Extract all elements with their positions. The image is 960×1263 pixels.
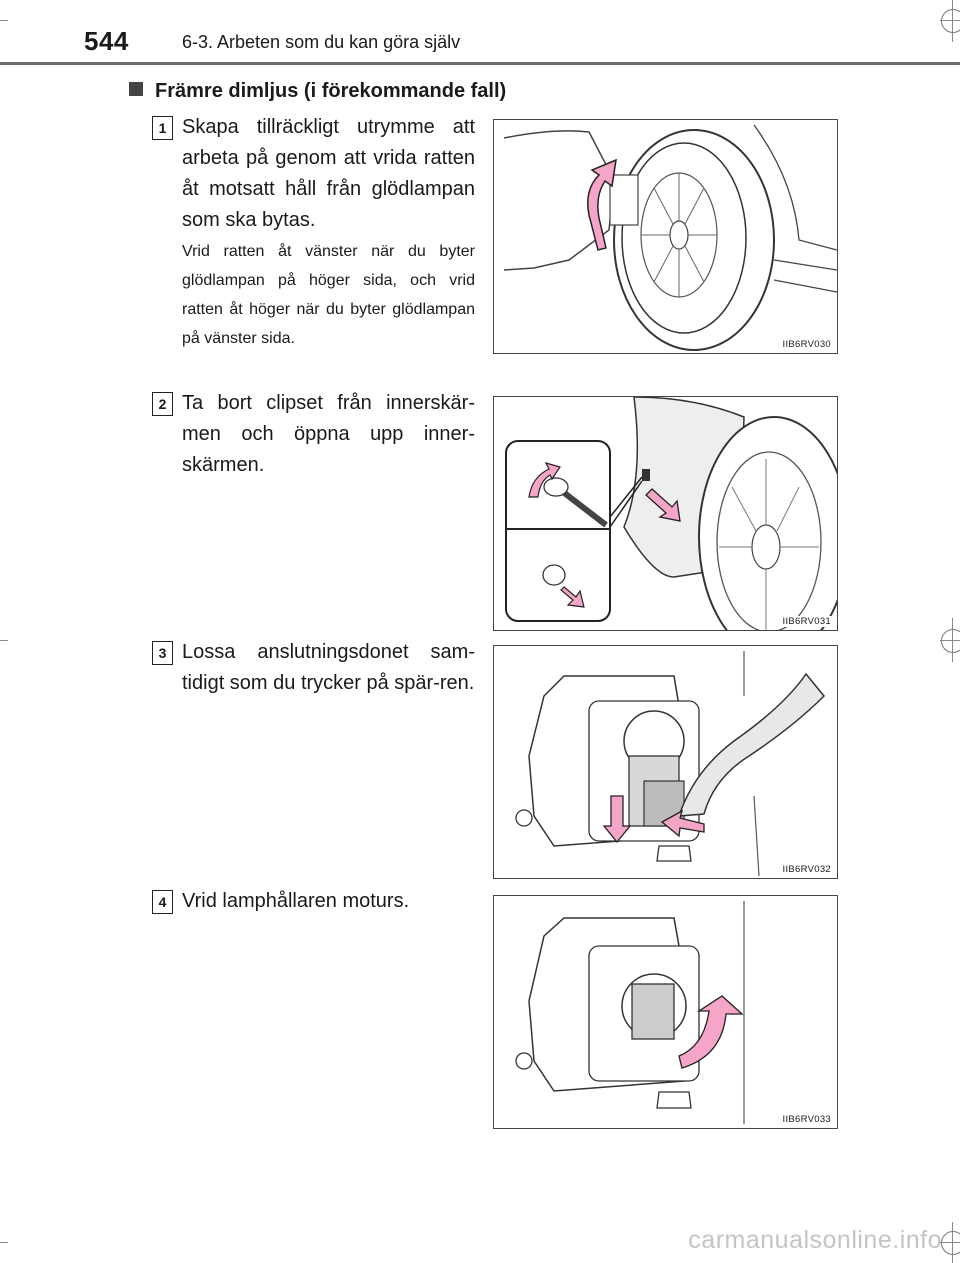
bulb-holder-illustration: [515, 901, 745, 1124]
figure-code: IIB6RV033: [780, 1114, 833, 1125]
header-rule: [0, 62, 960, 65]
step-1-note: Vrid ratten åt vänster när du byter glöd…: [182, 243, 475, 347]
page-header: 544 6-3. Arbeten som du kan göra själv: [0, 0, 960, 66]
step-4-text: Vrid lamphållaren moturs.: [182, 890, 410, 912]
watermark: carmanualsonline.info: [688, 1226, 942, 1254]
page-number: 544: [84, 26, 129, 56]
figure-code: IIB6RV032: [780, 864, 833, 875]
figure-3-release-connector: IIB6RV032: [493, 645, 838, 879]
crop-circle: [941, 1231, 960, 1255]
step-1-text: Skapa tillräckligt utrymme att arbeta på…: [182, 116, 475, 231]
crop-circle: [941, 629, 960, 653]
section-title: 6-3. Arbeten som du kan göra själv: [182, 32, 461, 52]
crop-mark: [0, 1242, 8, 1243]
crop-mark: [0, 640, 8, 641]
step-number-2: 2: [152, 392, 173, 416]
crop-mark: [0, 20, 8, 21]
clip-illustration: [505, 397, 837, 630]
wheel-illustration: [503, 124, 837, 351]
step-number-1: 1: [152, 116, 173, 140]
step-number-4: 4: [152, 890, 173, 914]
figure-4-turn-bulb-holder: IIB6RV033: [493, 895, 838, 1129]
connector-illustration: [515, 651, 826, 877]
figure-1-turn-wheel: IIB6RV030: [493, 119, 838, 354]
figure-2-remove-clip: IIB6RV031: [493, 396, 838, 631]
step-3-text: Lossa anslutningsdonet sam-tidigt som du…: [182, 641, 475, 694]
step-number-3: 3: [152, 641, 173, 665]
crop-circle: [941, 9, 960, 33]
step-2-text: Ta bort clipset från innerskär-men och ö…: [182, 392, 475, 476]
heading-text: Främre dimljus (i förekommande fall): [155, 80, 507, 102]
figure-code: IIB6RV030: [780, 339, 833, 350]
square-bullet-icon: [129, 82, 143, 96]
figure-code: IIB6RV031: [780, 616, 833, 627]
section-heading: Främre dimljus (i förekommande fall): [129, 80, 506, 103]
